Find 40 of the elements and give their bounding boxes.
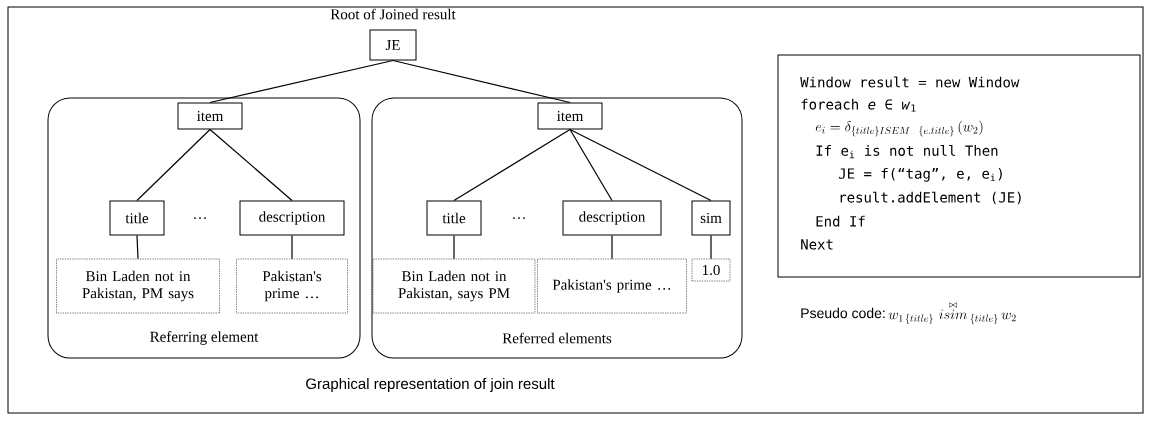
code-line: If e$_{i}$ is not null Then [816,145,998,159]
tag-box: sim [691,200,731,236]
value-box: 1.0 [691,258,731,282]
code-line: Next [801,239,833,250]
value-box: Pakistan's prime … [537,258,687,314]
connector-line [611,234,613,260]
code-line: $e_i = \delta_{\{title\}ISEM\ \{e.title\}}\,(w_2)$ [815,120,983,137]
tag-box: item [177,102,243,130]
value-box: Pakistan's prime … [236,258,348,314]
value-box: Bin Laden not in Pakistan, PM says [56,258,220,314]
connector-line [569,128,712,202]
connector-line [291,234,293,260]
connector-line [209,128,293,202]
text-label: … [194,217,206,219]
tag-box: description [562,200,662,236]
root-label: Root of Joined result [330,8,456,20]
connector-line [209,59,394,104]
formula: $w_{1\,\{title\}}\,\mathop{isim}\limits^{\bowtie}{}_{\{title\}}\,w_2$ [888,302,1016,325]
connector-line [710,234,712,260]
tag-box: title [109,200,165,236]
text-label: Graphical representation of join result [306,378,555,392]
code-line: Window result = new Window [800,76,1020,88]
code-caption: Pseudo code: [801,307,885,319]
connector-line [569,128,613,202]
code-box [777,54,1141,278]
code-line: result.addElement (JE) [840,191,1021,205]
connector-line [453,128,571,202]
code-line: foreach e ∈ w$_{1}$ [801,98,916,112]
text-label: … [513,217,525,219]
tag-box: title [426,200,482,236]
tag-box: item [537,102,603,130]
code-line: End If [816,215,865,227]
connector-line [136,128,211,202]
connector-line [453,234,455,260]
connector-line [136,234,139,260]
tag-box: description [239,200,345,236]
tag-box: JE [369,29,417,61]
code-line: JE = f(“tag”, e, e$_{i}$) [838,168,1002,182]
connector-line [392,59,571,104]
value-box: Bin Laden not in Pakistan, says PM [372,258,536,314]
